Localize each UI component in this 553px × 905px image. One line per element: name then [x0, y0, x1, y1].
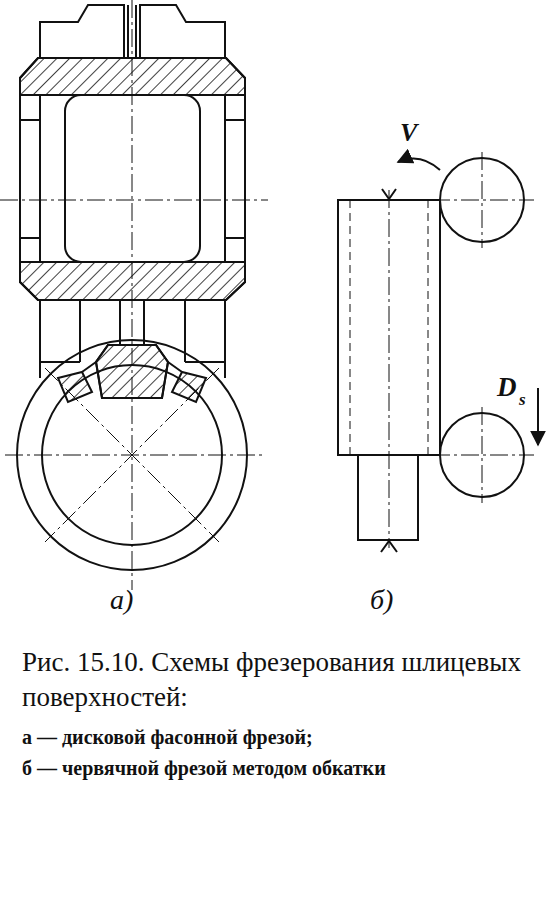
caption-item: б — червячной фрезой методом обкатки	[22, 756, 537, 781]
view-letter: б)	[370, 584, 393, 616]
hob-view	[338, 152, 538, 552]
caption-item: а — дисковой фасонной фрезой;	[22, 725, 537, 750]
speed-symbol: V	[400, 118, 417, 148]
figure-caption: Рис. 15.10. Схемы фрезерования шлицевых …	[22, 645, 537, 715]
view-letter: а)	[110, 584, 133, 616]
feed-symbol: D	[497, 372, 517, 403]
feed-subscript: s	[519, 390, 526, 410]
center-lines	[0, 0, 268, 590]
